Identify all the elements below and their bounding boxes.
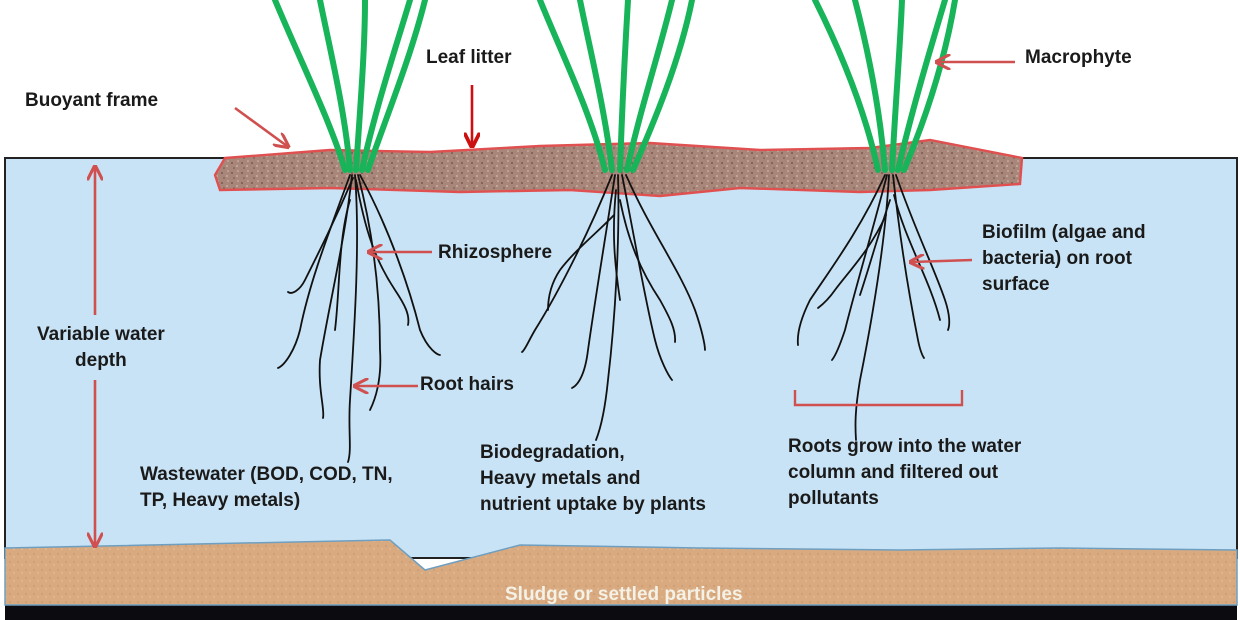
roots-plant-2 xyxy=(521,174,706,441)
root-hairs-label: Root hairs xyxy=(420,374,514,395)
leaf-litter-label: Leaf litter xyxy=(426,47,512,68)
biodegradation-label: Biodegradation, Heavy metals and nutrien… xyxy=(480,442,706,515)
sludge-label: Sludge or settled particles xyxy=(505,584,743,605)
buoyant-frame-arrow xyxy=(234,106,287,146)
macrophyte-plant-2 xyxy=(537,0,695,173)
rhizosphere-label: Rhizosphere xyxy=(438,242,553,263)
buoyant-frame-label: Buoyant frame xyxy=(25,90,159,111)
depth-label-gap xyxy=(40,315,150,380)
biofilm-label: Biofilm (algae and bacteria) on root sur… xyxy=(982,222,1146,295)
roots-bracket xyxy=(793,390,964,407)
macrophyte-label: Macrophyte xyxy=(1025,47,1132,68)
sludge-layer xyxy=(4,539,1238,606)
biofilm-arrow xyxy=(912,260,973,262)
macrophyte-plant-1 xyxy=(272,0,428,173)
macrophyte-plant-3 xyxy=(812,0,958,173)
variable-depth-label: Variable water depth xyxy=(37,324,165,371)
water-body xyxy=(4,157,1238,559)
roots-plant-1 xyxy=(277,174,441,463)
wastewater-label: Wastewater (BOD, COD, TN, TP, Heavy meta… xyxy=(140,464,393,511)
roots-grow-label: Roots grow into the water column and fil… xyxy=(788,436,1022,509)
